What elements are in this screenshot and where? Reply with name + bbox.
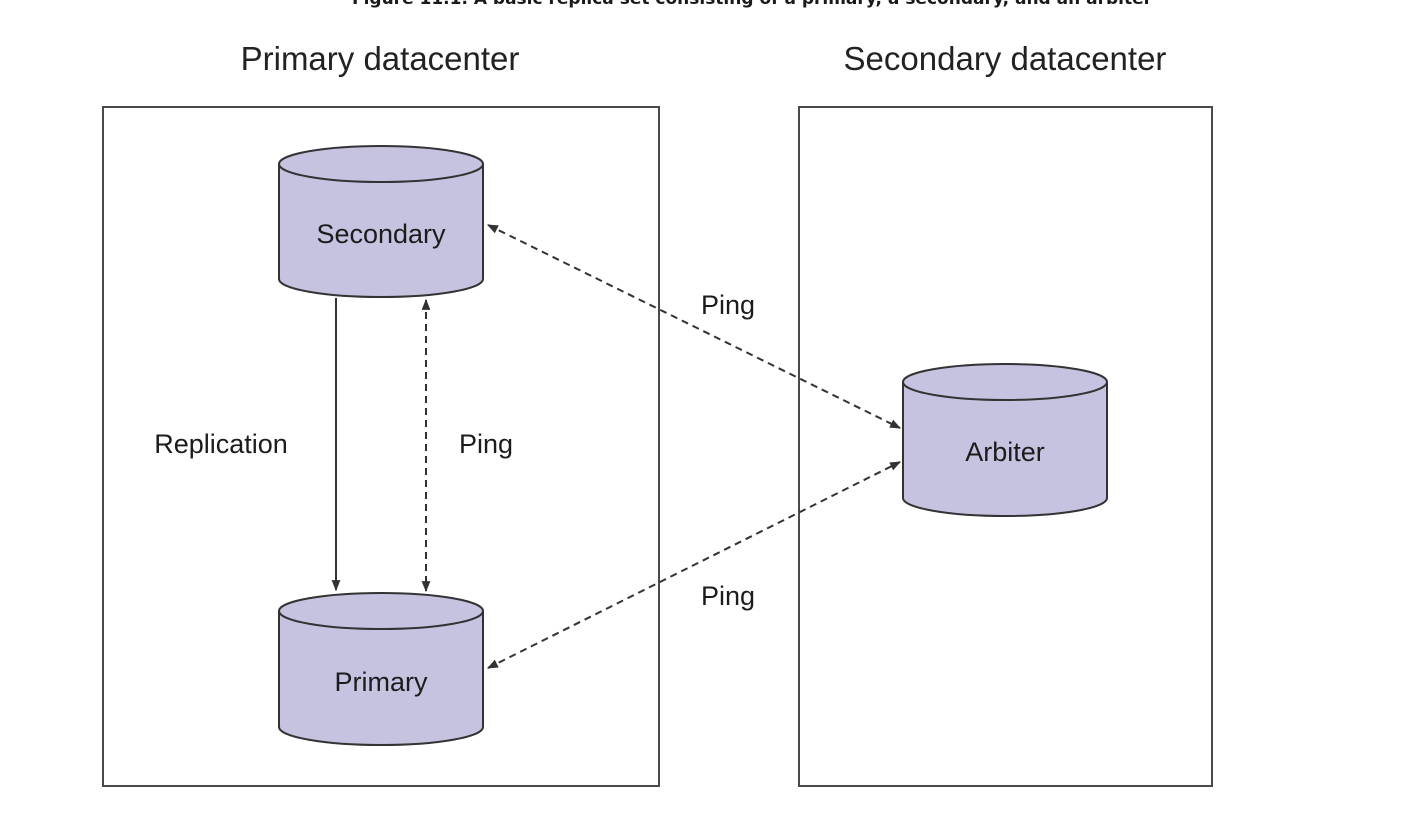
secondary-node: Secondary: [278, 145, 484, 298]
replication-label: Replication: [154, 429, 288, 459]
ping-primary-arbiter-label: Ping: [701, 581, 755, 611]
ping-secondary-arbiter-arrow: [487, 224, 901, 429]
secondary-node-label: Secondary: [316, 219, 446, 249]
ping-secondary-primary-label: Ping: [459, 429, 513, 459]
ping-secondary-arbiter-label: Ping: [701, 290, 755, 320]
arbiter-node-label: Arbiter: [965, 437, 1045, 467]
figure-caption: Figure 11.1. A basic replica set consist…: [352, 0, 1153, 9]
secondary-datacenter-title: Secondary datacenter: [844, 40, 1167, 77]
primary-node: Primary: [278, 592, 484, 746]
primary-node-label: Primary: [335, 667, 428, 697]
ping-primary-arbiter-arrow: [487, 461, 901, 669]
arbiter-node: Arbiter: [902, 363, 1108, 517]
primary-datacenter-title: Primary datacenter: [241, 40, 520, 77]
